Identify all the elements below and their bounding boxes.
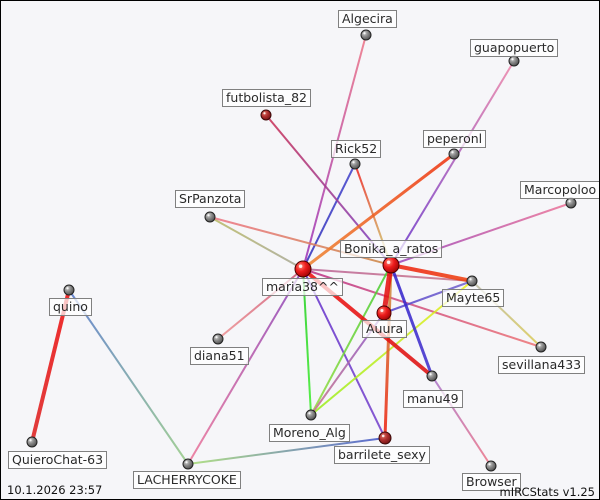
node-quino [63,284,75,296]
label-browser: Browser [462,473,521,491]
node-auura [376,305,392,321]
label-guapopuerto: guapopuerto [470,39,559,57]
node-guapopuerto [508,55,520,67]
label-manu49: manu49 [403,390,463,408]
label-maria38: maria38^^ [262,278,343,296]
node-lacherrycoke [182,458,194,470]
label-algecira: Algecira [338,10,397,28]
label-quierochat: QuieroChat-63 [8,451,108,469]
label-barrilete: barrilete_sexy [334,446,430,464]
node-highlight [298,264,303,268]
label-srpanzota: SrPanzota [175,190,246,208]
node-manu49 [426,370,438,382]
generation-timestamp: 10.1.2026 23:57 [7,483,103,497]
node-futbolista [260,109,272,121]
edge-maria38-srpanzota [209,216,304,270]
node-quierochat [26,436,38,448]
node-highlight [469,278,472,281]
label-marcopoloo: Marcopoloo [520,181,599,199]
node-highlight [263,112,266,115]
node-sevillana433 [535,341,547,353]
label-bonika: Bonika_a_ratos [340,240,443,258]
node-highlight [386,260,391,264]
node-highlight [380,309,384,313]
node-highlight [381,434,385,438]
node-layer [26,29,577,472]
edge-auura-mayte65 [383,280,473,314]
label-mayte65: Mayte65 [442,289,505,307]
edge-maria38-lacherrycoke [187,268,304,465]
label-rick52: Rick52 [331,140,382,158]
node-highlight [538,344,541,347]
node-highlight [66,287,69,290]
edge-maria38-rick52 [302,163,356,270]
edge-bonika-moreno [310,264,392,416]
node-highlight [185,461,188,464]
node-highlight [568,200,571,203]
label-peperonl: peperonl [423,130,487,148]
edge-lacherrycoke-barrilete [187,437,386,465]
edge-bonika-barrilete [383,264,393,439]
node-highlight [488,463,491,466]
edge-bonika-manu49 [389,264,434,377]
node-bonika [382,256,400,274]
label-moreno: Moreno_Alg [269,424,350,442]
node-peperonl [448,148,460,160]
edge-bonika-mayte65 [390,263,473,283]
label-auura: Auura [362,320,408,338]
node-highlight [363,32,366,35]
node-moreno [305,409,317,421]
node-highlight [29,439,32,442]
node-highlight [429,373,432,376]
node-barrilete [378,431,392,445]
node-highlight [215,336,218,339]
node-browser [485,460,497,472]
edge-quino-lacherrycoke [68,289,189,465]
node-maria38 [294,260,312,278]
label-diana51: diana51 [190,347,249,365]
generator-version: mIRCStats v1.25 [499,485,595,499]
node-algecira [360,29,372,41]
node-highlight [352,161,355,164]
node-highlight [451,151,454,154]
label-lacherrycoke: LACHERRYCOKE [133,471,241,489]
node-rick52 [349,158,361,170]
node-marcopoloo [565,197,577,209]
label-sevillana433: sevillana433 [498,356,586,374]
node-srpanzota [204,211,216,223]
label-futbolista: futbolista_82 [222,89,311,107]
node-highlight [511,58,514,61]
edge-bonika-guapopuerto [390,60,515,266]
label-quino: quino [49,298,92,316]
edge-maria38-peperonl [302,152,455,271]
node-highlight [308,412,311,415]
node-highlight [207,214,210,217]
node-diana51 [212,333,224,345]
node-mayte65 [466,275,478,287]
